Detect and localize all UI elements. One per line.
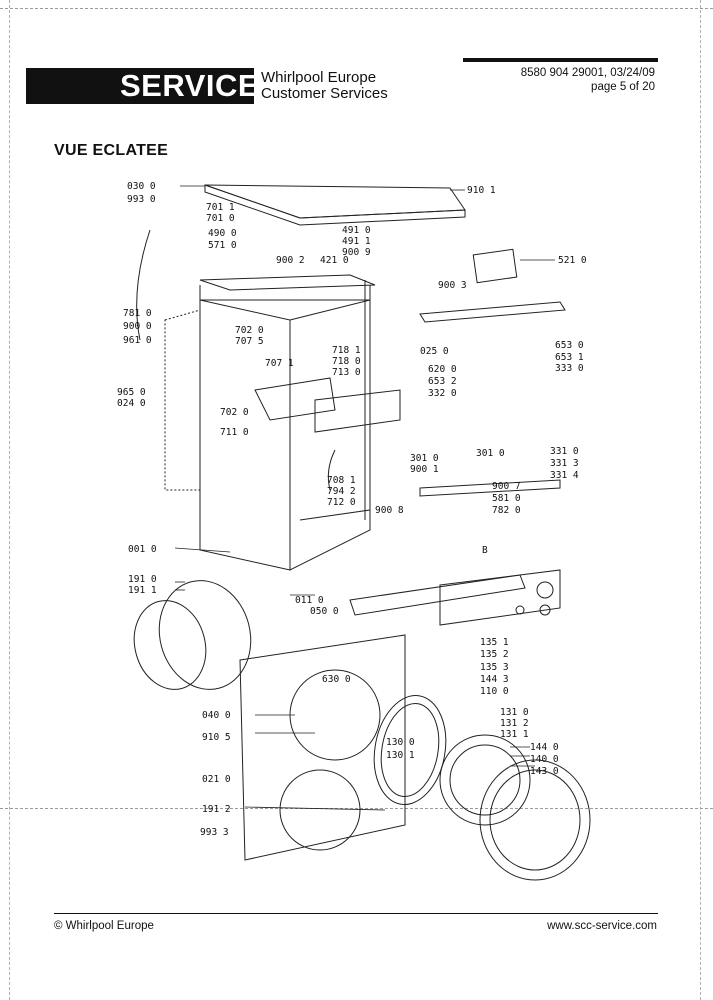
footer-copyright: © Whirlpool Europe bbox=[54, 920, 154, 932]
scan-fold-line bbox=[0, 808, 713, 809]
footer-rule bbox=[54, 913, 658, 914]
label-1310: 131 0 bbox=[500, 707, 529, 718]
label-702b: 702 0 bbox=[220, 407, 249, 418]
scan-border-right bbox=[700, 0, 701, 1000]
label-1301: 130 1 bbox=[386, 750, 415, 761]
label-7075: 707 5 bbox=[235, 336, 264, 347]
label-491b: 491 1 bbox=[342, 236, 371, 247]
label-050: 050 0 bbox=[310, 606, 339, 617]
label-581: 581 0 bbox=[492, 493, 521, 504]
label-9001: 900 1 bbox=[410, 464, 439, 475]
label-3010b: 301 0 bbox=[476, 448, 505, 459]
service-badge: SERVICE bbox=[120, 68, 260, 103]
label-718b: 718 0 bbox=[332, 356, 361, 367]
label-620: 620 0 bbox=[428, 364, 457, 375]
label-653a: 653 0 bbox=[555, 340, 584, 351]
label-910a: 910 1 bbox=[467, 185, 496, 196]
label-3314: 331 4 bbox=[550, 470, 579, 481]
label-6532: 653 2 bbox=[428, 376, 457, 387]
label-110: 110 0 bbox=[480, 686, 509, 697]
label-1400: 140 0 bbox=[530, 754, 559, 765]
label-1352: 135 2 bbox=[480, 649, 509, 660]
label-491a: 491 0 bbox=[342, 225, 371, 236]
scan-border-left bbox=[9, 0, 10, 1000]
label-025: 025 0 bbox=[420, 346, 449, 357]
company-name: Whirlpool Europe Customer Services bbox=[261, 70, 388, 102]
header-rule bbox=[463, 58, 658, 62]
label-490: 490 0 bbox=[208, 228, 237, 239]
label-3313: 331 3 bbox=[550, 458, 579, 469]
label-1440: 144 0 bbox=[530, 742, 559, 753]
company-line2: Customer Services bbox=[261, 85, 388, 102]
company-line1: Whirlpool Europe bbox=[261, 69, 377, 86]
label-961: 961 0 bbox=[123, 335, 152, 346]
label-1353: 135 3 bbox=[480, 662, 509, 673]
label-9009: 900 9 bbox=[342, 247, 371, 258]
label-965: 965 0 bbox=[117, 387, 146, 398]
label-9000: 900 0 bbox=[123, 321, 152, 332]
label-1300: 130 0 bbox=[386, 737, 415, 748]
label-9008: 900 8 bbox=[375, 505, 404, 516]
label-332: 332 0 bbox=[428, 388, 457, 399]
label-1910: 191 0 bbox=[128, 574, 157, 585]
label-7071: 707 1 bbox=[265, 358, 294, 369]
label-040: 040 0 bbox=[202, 710, 231, 721]
page-title: VUE ECLATEE bbox=[54, 142, 169, 159]
label-708: 708 1 bbox=[327, 475, 356, 486]
footer-website: www.scc-service.com bbox=[547, 920, 657, 932]
label-7020: 702 0 bbox=[235, 325, 264, 336]
document-reference: 8580 904 29001, 03/24/09 page 5 of 20 bbox=[521, 66, 655, 94]
label-701b: 701 0 bbox=[206, 213, 235, 224]
label-630: 630 0 bbox=[322, 674, 351, 685]
label-701a: 701 1 bbox=[206, 202, 235, 213]
label-333: 333 0 bbox=[555, 363, 584, 374]
label-3310: 331 0 bbox=[550, 446, 579, 457]
label-782: 782 0 bbox=[492, 505, 521, 516]
label-1430: 143 0 bbox=[530, 766, 559, 777]
label-9002: 900 2 bbox=[276, 255, 305, 266]
label-794: 794 2 bbox=[327, 486, 356, 497]
label-712: 712 0 bbox=[327, 497, 356, 508]
label-1912: 191 2 bbox=[202, 804, 231, 815]
label-571: 571 0 bbox=[208, 240, 237, 251]
label-521: 521 0 bbox=[558, 255, 587, 266]
label-024: 024 0 bbox=[117, 398, 146, 409]
label-1443: 144 3 bbox=[480, 674, 509, 685]
label-421: 421 0 bbox=[320, 255, 349, 266]
doc-number: 8580 904 29001, 03/24/09 bbox=[520, 67, 655, 79]
label-1311: 131 1 bbox=[500, 729, 529, 740]
label-9933: 993 3 bbox=[200, 827, 229, 838]
page-number: page 5 of 20 bbox=[591, 81, 655, 93]
label-B: B bbox=[482, 545, 488, 556]
label-030: 030 0 bbox=[127, 181, 156, 192]
label-711: 711 0 bbox=[220, 427, 249, 438]
label-993a: 993 0 bbox=[127, 194, 156, 205]
label-9007: 900 7 bbox=[492, 481, 521, 492]
label-718a: 718 1 bbox=[332, 345, 361, 356]
label-781: 781 0 bbox=[123, 308, 152, 319]
label-011: 011 0 bbox=[295, 595, 324, 606]
top-lid-shape bbox=[204, 184, 466, 219]
label-1312: 131 2 bbox=[500, 718, 529, 729]
scan-border-top bbox=[0, 8, 713, 9]
label-001: 001 0 bbox=[128, 544, 157, 555]
label-653b: 653 1 bbox=[555, 352, 584, 363]
plinth-shape bbox=[349, 574, 526, 616]
label-9003: 900 3 bbox=[438, 280, 467, 291]
front-panel-shape bbox=[239, 634, 406, 861]
label-9105: 910 5 bbox=[202, 732, 231, 743]
label-3010a: 301 0 bbox=[410, 453, 439, 464]
label-1351: 135 1 bbox=[480, 637, 509, 648]
exploded-view-diagram: 030 0 993 0 910 1 701 1 701 0 490 0 571 … bbox=[117, 181, 591, 881]
label-713: 713 0 bbox=[332, 367, 361, 378]
label-1911: 191 1 bbox=[128, 585, 157, 596]
label-021: 021 0 bbox=[202, 774, 231, 785]
top-lid-edge bbox=[204, 184, 466, 226]
